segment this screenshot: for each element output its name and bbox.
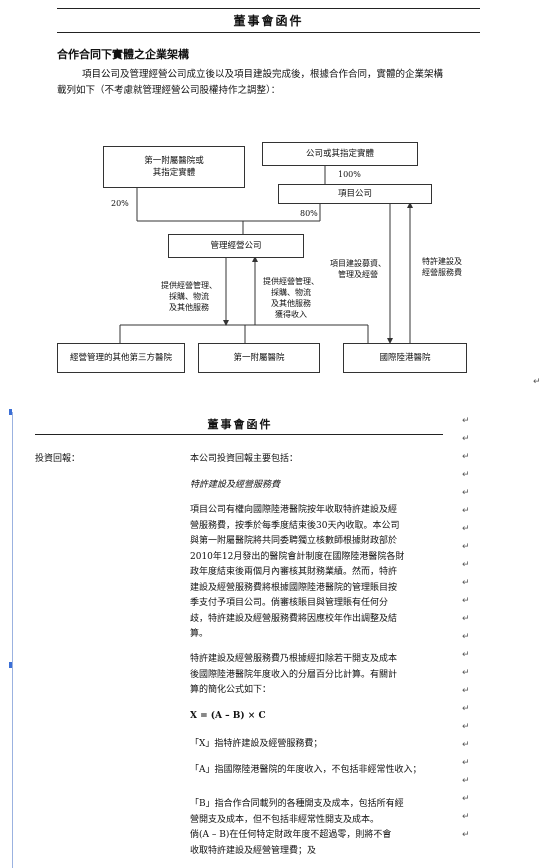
- return-mark: ↵: [462, 524, 470, 534]
- project-financing-label: 項目建設募資、 管理及經營: [330, 259, 386, 279]
- pct-100-label: 100%: [338, 170, 361, 179]
- paragraph-1: 項目公司有權向國際陸港醫院按年收取特許建設及經 營服務費，按季於每季度結束後30…: [190, 503, 460, 643]
- return-mark: ↵: [462, 470, 470, 480]
- return-mark: ↵: [462, 740, 470, 750]
- p1-line: 2010年12月發出的醫院會計制度在國際陸港醫院各財: [190, 551, 405, 562]
- structure-diagram-lines: [119, 166, 413, 344]
- company-entity-box: 公司或其指定實體: [262, 142, 418, 166]
- intl-hospital-box: 國際陸港醫院: [343, 343, 467, 373]
- return-mark: ↵: [462, 722, 470, 732]
- return-mark: ↵: [462, 758, 470, 768]
- hospital1-entity-box: 第一附屬醫院或 其指定實體: [103, 146, 245, 188]
- return-mark: ↵: [462, 830, 470, 840]
- page2-header-rule: [35, 434, 443, 435]
- cursor-marker: [9, 409, 12, 415]
- return-mark: ↵: [462, 686, 470, 696]
- intro-line-1: 項目公司及管理經營公司成立後以及項目建設完成後，根據合作合同，實體的企業架構: [82, 69, 444, 80]
- p2-line: 後國際陸港醫院年度收入的分層百分比計算。有關計: [190, 669, 398, 680]
- return-mark: ↵: [462, 506, 470, 516]
- p3-line: 營開支及成本，但不包括非經常性開支及成本。: [190, 814, 380, 825]
- cursor-marker: [9, 662, 12, 668]
- formula: X = (A – B) × C: [190, 711, 266, 721]
- provide-services-label: 提供經營管理、 採購、物流 及其他服務: [161, 281, 217, 312]
- third-party-hospital-box: 經營管理的其他第三方醫院: [57, 343, 185, 373]
- return-mark: ↵: [462, 560, 470, 570]
- paragraph-3: 「B」指合作合同載列的各種開支及成本，包括所有經 營開支及成本，但不包括非經常性…: [190, 797, 460, 859]
- header-rule: [57, 32, 480, 33]
- pct-20-label: 20%: [111, 199, 129, 208]
- project-company-box: 項目公司: [278, 184, 432, 204]
- p1-line: 歧，特許建設及經營服務費將因應校年作出調整及結: [190, 613, 398, 624]
- p3-line: 「B」指合作合同載列的各種開支及成本，包括所有經: [190, 799, 404, 809]
- return-mark: ↵: [462, 632, 470, 642]
- p1-line: 政年度結束後兩個月內審核其財務業績。然而，特許: [190, 567, 398, 577]
- investment-return-label: 投資回報：: [35, 454, 81, 464]
- return-mark: ↵: [462, 776, 470, 786]
- definition-x: 「X」指特許建設及經營服務費；: [190, 739, 323, 749]
- p3-line: 收取特許建設及經營管理費；及: [190, 845, 317, 856]
- paragraph-marks: ↵ ↵ ↵ ↵ ↵ ↵ ↵ ↵ ↵ ↵ ↵ ↵ ↵ ↵ ↵ ↵ ↵ ↵ ↵ ↵ …: [462, 412, 476, 844]
- return-mark: ↵: [462, 596, 470, 606]
- first-hospital-box: 第一附屬醫院: [198, 343, 320, 373]
- return-mark: ↵: [462, 488, 470, 498]
- p1-line: 算。: [190, 629, 209, 639]
- margin-guide: [12, 412, 13, 868]
- return-mark: ↵: [462, 416, 470, 426]
- return-mark: ↵: [462, 452, 470, 462]
- section-title: 合作合同下實體之企業架構: [57, 48, 189, 61]
- p1-line: 季支付予項目公司。倘審核賬目與管理賬有任何分: [190, 598, 389, 608]
- definition-a: 「A」指國際陸港醫院的年度收入，不包括非經常性收入；: [190, 765, 422, 775]
- p1-line: 與第一附屬醫院將共同委聘獨立核數師根據財政部於: [190, 536, 398, 546]
- intro-text: 本公司投資回報主要包括：: [190, 454, 299, 464]
- return-mark: ↵: [462, 704, 470, 714]
- p2-line: 算的簡化公式如下：: [190, 685, 272, 695]
- provide-services-income-label: 提供經營管理、 採購、物流 及其他服務 獲得收入: [263, 277, 319, 319]
- paragraph-2: 特許建設及經營服務費乃根據經扣除若干開支及成本 後國際陸港醫院年度收入的分層百分…: [190, 652, 460, 699]
- p1-line: 項目公司有權向國際陸港醫院按年收取特許建設及經: [190, 505, 398, 515]
- intro-line-2: 載列如下（不考慮就管理經營公司股權持作之調整）：: [57, 85, 281, 96]
- return-mark: ↵: [462, 434, 470, 444]
- page1-header-title: 董事會函件: [233, 14, 304, 28]
- top-rule: [57, 8, 480, 9]
- return-mark: ↵: [462, 794, 470, 804]
- return-mark: ↵: [462, 668, 470, 678]
- subhead: 特許建設及經營服務費: [190, 480, 281, 490]
- p1-line: 建設及經營服務費將根據國際陸港醫院的管理賬目按: [190, 582, 398, 593]
- page2-header-title: 董事會函件: [207, 418, 273, 431]
- return-mark: ↵: [462, 542, 470, 552]
- return-mark: ↵: [462, 650, 470, 660]
- mgmt-company-box: 管理經營公司: [168, 234, 304, 258]
- p1-line: 營服務費，按季於每季度結束後30天內收取。本公司: [190, 520, 400, 531]
- p3-line: 倘(A – B)在任何特定財政年度不超過零，則將不會: [190, 830, 392, 840]
- return-mark: ↵: [462, 578, 470, 588]
- return-mark: ↵: [462, 812, 470, 822]
- return-mark: ↵: [533, 377, 541, 387]
- concession-fee-label: 特許建設及 經營服務費: [422, 257, 462, 277]
- p2-line: 特許建設及經營服務費乃根據經扣除若干開支及成本: [190, 654, 398, 664]
- pct-80-label: 80%: [300, 209, 318, 218]
- return-mark: ↵: [462, 614, 470, 624]
